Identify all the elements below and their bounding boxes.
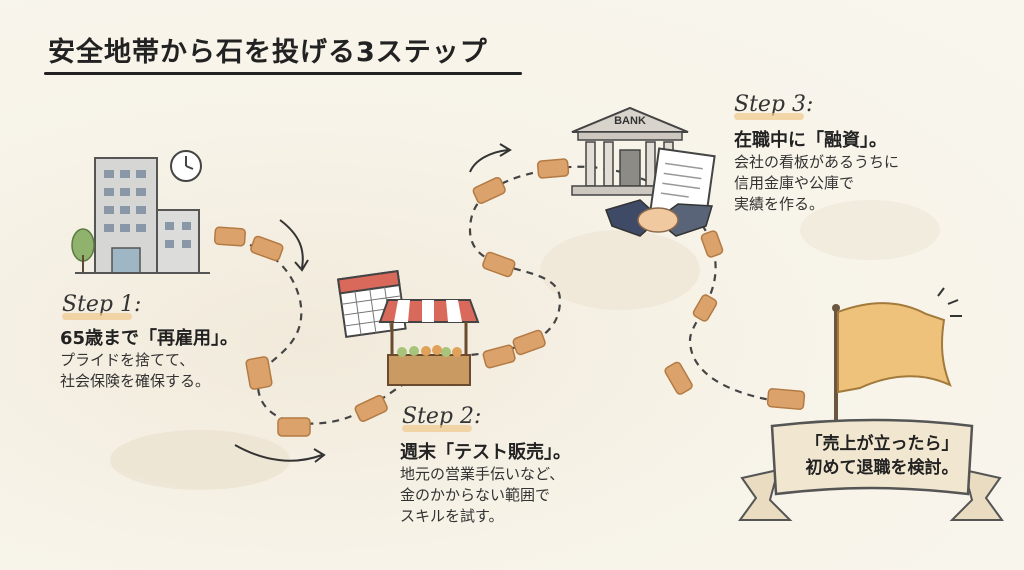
step2-line: スキルを試す。 xyxy=(400,507,504,525)
title-underline xyxy=(44,72,522,75)
step1-label: Step 1: xyxy=(62,292,141,320)
banner-ribbon xyxy=(738,418,1004,521)
step2-label: Step 2: xyxy=(402,404,481,432)
step2-description: 地元の営業手伝いなど、 金のかからない範囲で スキルを試す。 xyxy=(400,464,564,527)
step1-description: プライドを捨てて、 社会保険を確保する。 xyxy=(60,350,210,392)
banner-text: 「売上が立ったら」 初めて退職を検討。 xyxy=(782,432,982,480)
step1-line: プライドを捨てて、 xyxy=(60,351,195,369)
bank-sign: BANK xyxy=(614,115,646,127)
step3-line: 信用金庫や公庫で xyxy=(734,174,855,192)
banner-line2: 初めて退職を検討。 xyxy=(805,458,959,478)
step1-heading: 65歳まで「再雇用」。 xyxy=(60,328,239,349)
step3-line: 会社の看板があるうちに xyxy=(734,153,900,171)
office-building-icon xyxy=(75,157,210,274)
step2-line: 地元の営業手伝いなど、 xyxy=(400,465,565,483)
step3-line: 実績を作る。 xyxy=(734,195,825,213)
market-stall-icon xyxy=(378,299,480,386)
clock-icon xyxy=(170,150,202,182)
step3-description: 会社の看板があるうちに 信用金庫や公庫で 実績を作る。 xyxy=(734,152,899,215)
step3-heading: 在職中に「融資」。 xyxy=(734,130,887,151)
step3-label: Step 3: xyxy=(734,92,813,120)
tree-icon xyxy=(71,228,95,273)
step1-line: 社会保険を確保する。 xyxy=(60,372,211,390)
stepping-stones xyxy=(213,158,806,437)
step2-line: 金のかからない範囲で xyxy=(400,486,551,504)
page-title: 安全地帯から石を投げる3ステップ xyxy=(48,37,488,68)
banner-line1: 「売上が立ったら」 xyxy=(805,434,959,454)
step2-heading: 週末「テスト販売」。 xyxy=(400,442,571,463)
flag-icon xyxy=(832,287,962,438)
handshake-icon xyxy=(605,199,713,237)
